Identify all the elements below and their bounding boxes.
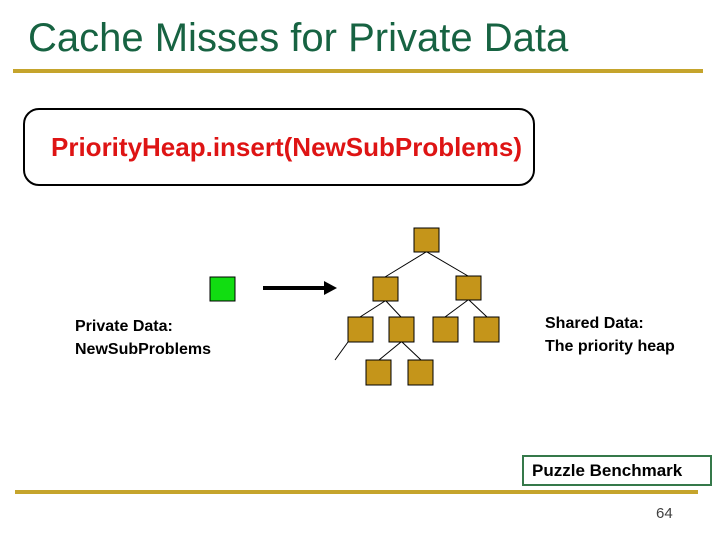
private-data-node — [209, 276, 236, 302]
heap-node — [372, 276, 399, 302]
shared-data-label-line2: The priority heap — [545, 338, 675, 355]
tree-edge — [385, 300, 402, 318]
tree-edge — [378, 341, 402, 361]
tree-edge — [468, 299, 488, 318]
tree-edge — [359, 300, 386, 318]
private-data-label: Private Data: NewSubProblems — [75, 315, 211, 361]
shared-data-label: Shared Data: The priority heap — [545, 312, 675, 358]
page-title: Cache Misses for Private Data — [28, 16, 569, 60]
heap-node — [407, 359, 434, 386]
code-callout-text: PriorityHeap.insert(NewSubProblems) — [51, 131, 522, 162]
tree-edge — [384, 251, 427, 278]
flow-arrow-head — [324, 281, 337, 295]
tree-edge — [426, 251, 469, 277]
heap-node — [473, 316, 500, 343]
code-callout-box: PriorityHeap.insert(NewSubProblems) — [23, 108, 535, 186]
private-data-label-line1: Private Data: — [75, 318, 173, 335]
footer-divider-rule — [15, 490, 698, 494]
title-divider-rule — [13, 69, 703, 73]
tree-edge — [401, 341, 422, 361]
heap-node-root — [413, 227, 440, 253]
heap-node — [388, 316, 415, 343]
benchmark-callout-box: Puzzle Benchmark — [522, 455, 712, 486]
private-data-label-line2: NewSubProblems — [75, 341, 212, 358]
tree-edge — [444, 299, 469, 318]
heap-diagram — [209, 227, 500, 386]
heap-node — [455, 275, 482, 301]
shared-data-label-line1: Shared Data: — [545, 315, 644, 332]
heap-node — [365, 359, 392, 386]
heap-node — [432, 316, 459, 343]
tree-edge-dangling — [334, 341, 349, 361]
page-number: 64 — [656, 505, 673, 522]
heap-node — [347, 316, 374, 343]
benchmark-label: Puzzle Benchmark — [532, 460, 683, 480]
